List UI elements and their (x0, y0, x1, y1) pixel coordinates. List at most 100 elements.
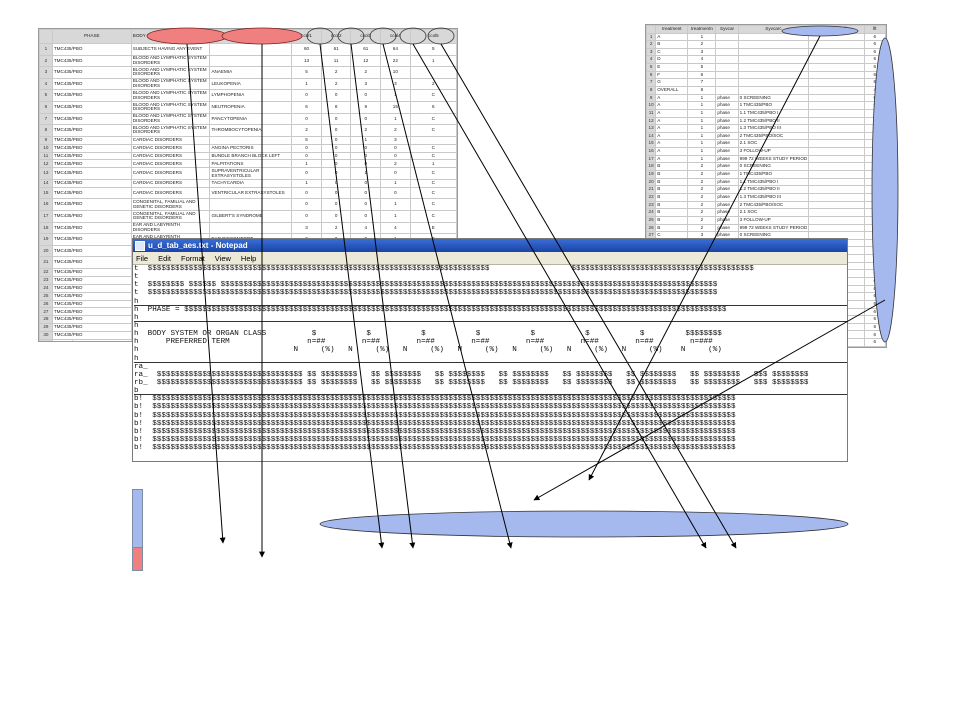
table-cell[interactable]: 0 (350, 210, 382, 223)
table-cell[interactable]: TACHYCARDIA (209, 178, 293, 188)
table-cell[interactable]: 1 (409, 159, 457, 169)
notepad-line: b! $$$$$$$$$$$$$$$$$$$$$$$$$$$$$$$$$$$$$… (134, 411, 736, 420)
table-cell[interactable]: 0 (350, 186, 382, 200)
table-cell[interactable]: 5 (409, 43, 457, 56)
table-cell[interactable]: 0 (320, 159, 352, 169)
notepad-line: t $$$$$$$$ $$$$$$ $$$$$$$$$$$$$$$$$$$$$$… (134, 281, 718, 290)
table-cell[interactable]: TMC435/PBO (51, 338, 132, 341)
table-cell[interactable]: 0 (320, 186, 352, 200)
table-cell[interactable]: 0 (291, 198, 322, 211)
table-cell[interactable]: 2 (320, 221, 352, 235)
notepad-title: u_d_tab_aes.txt - Notepad (148, 241, 248, 250)
notepad-text-area[interactable]: t $$$$$$$$$$$$$$$$$$$$$$$$$$$$$$$$$$$$$$… (133, 265, 847, 461)
oval-ccol5-header (427, 27, 455, 45)
notepad-line: rb_ $$$$$$$$$$$$$$$$$$$$$$$$$$$$$$$$ $$ … (134, 378, 809, 387)
notepad-line: h (134, 321, 139, 330)
table-cell[interactable]: 1 (380, 198, 411, 211)
table-cell[interactable]: 0 (350, 178, 382, 188)
menu-file[interactable]: File (136, 253, 149, 263)
menu-edit[interactable]: Edit (158, 253, 172, 263)
table-cell[interactable]: 0 (320, 178, 352, 188)
column-header[interactable]: ccol4 (380, 29, 411, 44)
table-cell[interactable]: 0 (291, 186, 322, 200)
menu-view[interactable]: View (214, 253, 231, 263)
table-cell[interactable]: TMC435/PBO (51, 233, 132, 246)
column-header[interactable] (39, 29, 53, 44)
notepad-line: t $$$$$$$$$$$$$$$$$$$$$$$$$$$$$$$$$$$$$$… (134, 289, 718, 298)
table-cell[interactable]: VENTRICULAR EXTRASYSTOLES (209, 186, 293, 200)
table-cell[interactable]: TMC435/PBO (51, 159, 132, 169)
table-cell[interactable]: 3 (291, 221, 322, 235)
arrow-syvcarcdf (588, 35, 821, 481)
table-cell[interactable]: TMC435/PBO (51, 221, 132, 235)
notepad-line: h (134, 355, 847, 363)
table-cell[interactable]: 0 (291, 210, 322, 223)
menu-format[interactable]: Format (181, 253, 205, 263)
table-cell[interactable]: 60 (291, 43, 322, 56)
arrow-body-system (186, 43, 226, 544)
table-cell[interactable]: C (409, 178, 457, 188)
notepad-window: u_d_tab_aes.txt - Notepad File Edit Form… (132, 238, 848, 462)
table-cell[interactable]: 0 (320, 198, 352, 211)
table-cell[interactable]: 6 (863, 345, 886, 347)
table-cell[interactable]: TMC435/PBO (51, 43, 132, 56)
table-cell[interactable]: 1 (291, 178, 322, 188)
table-cell[interactable]: GILBERT'S SYNDROME (209, 210, 293, 223)
column-header[interactable]: ccol2 (320, 29, 352, 44)
table-cell[interactable]: 0 (320, 210, 352, 223)
table-cell[interactable]: SUPRAVENTRICULAR EXTRASYSTOLES (209, 167, 293, 180)
table-cell[interactable]: C (409, 198, 457, 211)
table-cell[interactable]: TMC435/PBO (51, 210, 132, 223)
notepad-titlebar[interactable]: u_d_tab_aes.txt - Notepad (133, 239, 847, 252)
notepad-line: b! $$$$$$$$$$$$$$$$$$$$$$$$$$$$$$$$$$$$$… (134, 444, 736, 453)
column-header[interactable]: ccol3 (350, 29, 382, 44)
oval-syvcarcdf-header (781, 25, 859, 37)
column-header[interactable]: PHASE (51, 29, 132, 44)
notepad-line: b (134, 387, 847, 396)
menu-help[interactable]: Help (240, 253, 257, 263)
notepad-line: b! $$$$$$$$$$$$$$$$$$$$$$$$$$$$$$$$$$$$$… (134, 395, 736, 404)
oval-ccol4-header (399, 27, 427, 45)
notepad-line: b! $$$$$$$$$$$$$$$$$$$$$$$$$$$$$$$$$$$$$… (134, 427, 736, 436)
table-cell[interactable]: CARDIAC DISORDERS (130, 186, 211, 200)
table-cell[interactable]: TMC435/PBO (51, 186, 132, 200)
table-cell[interactable]: C (409, 210, 457, 223)
arrow-right-column (533, 299, 886, 501)
oval-ccol3-header (369, 27, 397, 45)
table-cell[interactable]: TMC435/PBO (51, 178, 132, 188)
arrow-ccol2 (350, 43, 416, 549)
table-cell[interactable]: 61 (320, 43, 352, 56)
column-header[interactable]: ccol5 (409, 29, 457, 44)
arrow-ccol3 (382, 43, 513, 549)
table-cell[interactable]: TMC435/PBO (51, 198, 132, 211)
notepad-line: ra_ (134, 362, 148, 371)
table-cell[interactable]: 0 (350, 198, 382, 211)
oval-bottom-target (319, 510, 849, 538)
table-cell[interactable]: 1 (291, 159, 322, 169)
table-cell[interactable] (209, 198, 293, 211)
table-cell[interactable]: E (409, 221, 457, 235)
notepad-line: h (134, 298, 847, 306)
notepad-icon (135, 240, 145, 251)
table-cell[interactable] (209, 221, 293, 235)
table-cell[interactable]: PALPITATIONS (209, 159, 293, 169)
arrow-ccol4 (412, 43, 707, 549)
oval-ccol1-header (306, 27, 334, 45)
arrow-ccol5 (440, 43, 737, 549)
table-cell[interactable]: CONGENITAL, FAMILIAL AND GENETIC DISORDE… (130, 198, 211, 211)
notepad-line: h PREFERRED TERM n=## n=## n=## n=## n=#… (134, 338, 713, 347)
table-cell[interactable]: 1 (39, 43, 53, 56)
notepad-line: h (134, 314, 847, 322)
